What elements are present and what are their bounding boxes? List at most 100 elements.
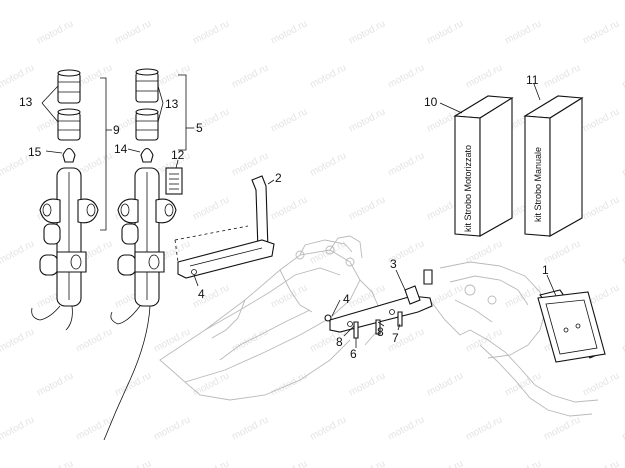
- callout-1: 1: [542, 263, 549, 277]
- watermark-text: motod.ru: [113, 370, 153, 398]
- watermark-text: motod.ru: [35, 18, 75, 46]
- watermark-text: motod.ru: [0, 326, 36, 354]
- watermark-text: motod.ru: [542, 414, 582, 442]
- watermark-text: motod.ru: [464, 0, 504, 3]
- lamp-cap-upper-left: [57, 72, 81, 104]
- watermark-text: motod.ru: [464, 62, 504, 90]
- callout-8-right: 8: [377, 325, 384, 339]
- watermark-text: motod.ru: [152, 414, 192, 442]
- bulb-right: [140, 147, 154, 163]
- watermark-text: motod.ru: [620, 150, 625, 178]
- callout-4-upper: 4: [198, 287, 205, 301]
- watermark-text: motod.ru: [425, 370, 465, 398]
- watermark-text: motod.ru: [191, 370, 231, 398]
- watermark-text: motod.ru: [503, 370, 543, 398]
- watermark-text: motod.ru: [581, 18, 621, 46]
- watermark-text: motod.ru: [35, 370, 75, 398]
- watermark-text: motod.ru: [581, 370, 621, 398]
- callout-13-right: 13: [165, 97, 179, 111]
- callout-3: 3: [390, 257, 397, 271]
- watermark-text: motod.ru: [35, 458, 75, 468]
- leader-lines: [41, 83, 557, 348]
- label-decal: [165, 167, 183, 195]
- watermark-text: motod.ru: [191, 194, 231, 222]
- watermark-text: motod.ru: [0, 62, 36, 90]
- lamp-cap-upper-right: [135, 71, 159, 103]
- kit-manual-label: kit Strobo Manuale: [533, 147, 543, 222]
- watermark-text: motod.ru: [0, 238, 36, 266]
- watermark-text: motod.ru: [425, 18, 465, 46]
- watermark-text: motod.ru: [620, 0, 625, 3]
- watermark-text: motod.ru: [152, 0, 192, 3]
- watermark-text: motod.ru: [542, 0, 582, 3]
- callout-15: 15: [28, 145, 42, 159]
- watermark-text: motod.ru: [620, 414, 625, 442]
- watermark-text: motod.ru: [386, 150, 426, 178]
- callout-12: 12: [171, 148, 185, 162]
- kit-box-motorized: kit Strobo Motorizzato: [453, 95, 514, 237]
- watermark-text: motod.ru: [74, 0, 114, 3]
- strobe-lamp-assembly-right: [103, 68, 187, 441]
- callout-5: 5: [196, 121, 203, 135]
- watermark-text: motod.ru: [386, 414, 426, 442]
- lamp-lens-left: [57, 111, 81, 141]
- bracket-horizontal: [177, 239, 275, 279]
- callout-2: 2: [275, 171, 282, 185]
- watermark-text: motod.ru: [386, 62, 426, 90]
- watermark-text: motod.ru: [191, 18, 231, 46]
- watermark-text: motod.ru: [347, 106, 387, 134]
- watermark-text: motod.ru: [152, 326, 192, 354]
- watermark-text: motod.ru: [269, 194, 309, 222]
- callout-4-lower: 4: [343, 292, 350, 306]
- watermark-text: motod.ru: [581, 458, 621, 468]
- kit-motorized-label: kit Strobo Motorizzato: [463, 145, 473, 232]
- watermark-text: motod.ru: [0, 0, 36, 3]
- strobe-lamp-assembly-left: [31, 69, 107, 331]
- watermark-text: motod.ru: [347, 18, 387, 46]
- watermark-text: motod.ru: [620, 326, 625, 354]
- watermark-text: motod.ru: [620, 62, 625, 90]
- watermark-text: motod.ru: [113, 458, 153, 468]
- callout-7: 7: [392, 331, 399, 345]
- watermark-text: motod.ru: [308, 414, 348, 442]
- mount-bracket-lower: [324, 269, 433, 339]
- watermark-text: motod.ru: [230, 150, 270, 178]
- watermark-text: motod.ru: [581, 106, 621, 134]
- watermark-text: motod.ru: [191, 458, 231, 468]
- watermark-text: motod.ru: [230, 62, 270, 90]
- watermark-text: motod.ru: [269, 18, 309, 46]
- watermark-text: motod.ru: [308, 62, 348, 90]
- watermark-text: motod.ru: [503, 18, 543, 46]
- lamp-lens-right: [135, 111, 159, 141]
- watermark-text: motod.ru: [581, 194, 621, 222]
- watermark-text: motod.ru: [464, 414, 504, 442]
- watermark-text: motod.ru: [113, 18, 153, 46]
- plate-holder: [537, 289, 606, 363]
- watermark-text: motod.ru: [74, 326, 114, 354]
- callout-labels: 13 13 9 5 15 14 12 2 4 3 4 8 6 8 7 1 10 …: [19, 73, 549, 361]
- bulb-left: [62, 147, 76, 163]
- callout-11: 11: [526, 73, 539, 87]
- watermark-text: motod.ru: [308, 150, 348, 178]
- watermark-text: motod.ru: [386, 0, 426, 3]
- callout-13-left: 13: [19, 95, 33, 109]
- callout-10: 10: [424, 95, 438, 109]
- callout-9: 9: [113, 123, 120, 137]
- watermark-text: motod.ru: [230, 0, 270, 3]
- watermark-text: motod.ru: [503, 458, 543, 468]
- kit-box-manual: kit Strobo Manuale: [523, 95, 584, 237]
- watermark-text: motod.ru: [347, 194, 387, 222]
- watermark-text: motod.ru: [269, 106, 309, 134]
- watermark-text: motod.ru: [503, 282, 543, 310]
- plate-frame: [537, 291, 606, 363]
- watermark-text: motod.ru: [230, 326, 270, 354]
- watermark-text: motod.ru: [230, 414, 270, 442]
- watermark-text: motod.ru: [620, 238, 625, 266]
- watermark-text: motod.ru: [308, 0, 348, 3]
- callout-6: 6: [350, 347, 357, 361]
- callout-14: 14: [114, 142, 128, 156]
- watermark-text: motod.ru: [347, 458, 387, 468]
- watermark-text: motod.ru: [0, 414, 36, 442]
- watermark-text: motod.ru: [269, 458, 309, 468]
